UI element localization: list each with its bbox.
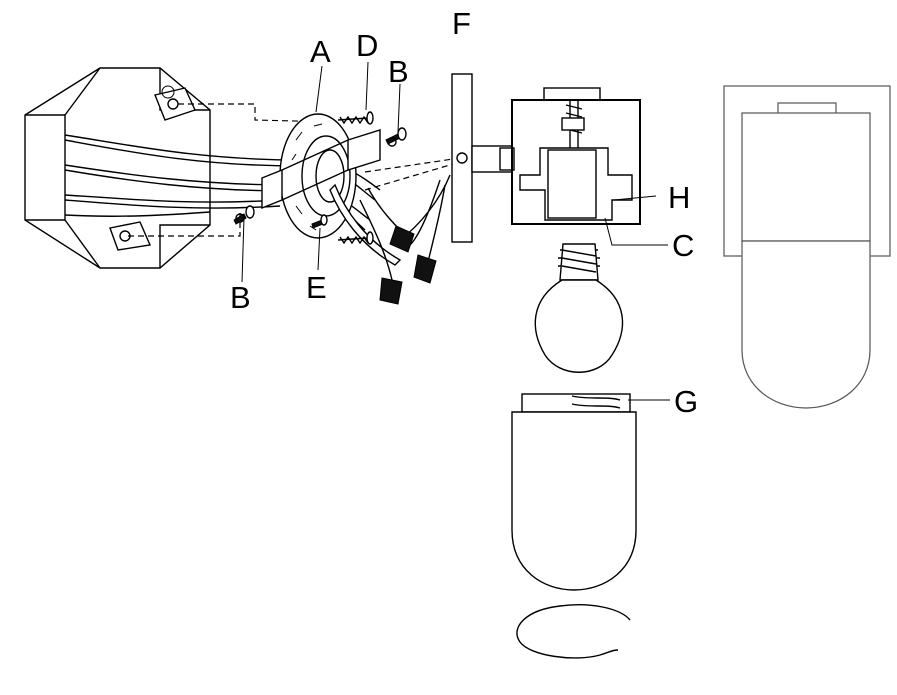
light-bulb [534, 243, 624, 373]
alignment-guides [128, 103, 461, 237]
screw-e [311, 214, 328, 229]
label-g: G [674, 384, 698, 419]
mounting-plate [261, 113, 402, 266]
label-e: E [306, 270, 327, 305]
label-f: F [452, 6, 471, 41]
label-b-bottom: B [230, 280, 251, 315]
wire-connectors [359, 174, 451, 305]
label-d: D [356, 28, 378, 63]
glass-shade [511, 393, 637, 591]
screw-lower [337, 231, 374, 245]
label-h: H [668, 180, 690, 215]
screw-d [337, 111, 374, 125]
lamp-housing [511, 87, 641, 225]
label-c: C [672, 228, 694, 263]
screw-b-top [385, 127, 407, 147]
backplate [451, 73, 515, 243]
label-a: A [310, 34, 331, 69]
label-b-top: B [388, 54, 409, 89]
assembled-fixture [723, 85, 891, 409]
junction-box [24, 67, 211, 269]
gasket [516, 604, 631, 659]
leader-lines [241, 61, 670, 401]
